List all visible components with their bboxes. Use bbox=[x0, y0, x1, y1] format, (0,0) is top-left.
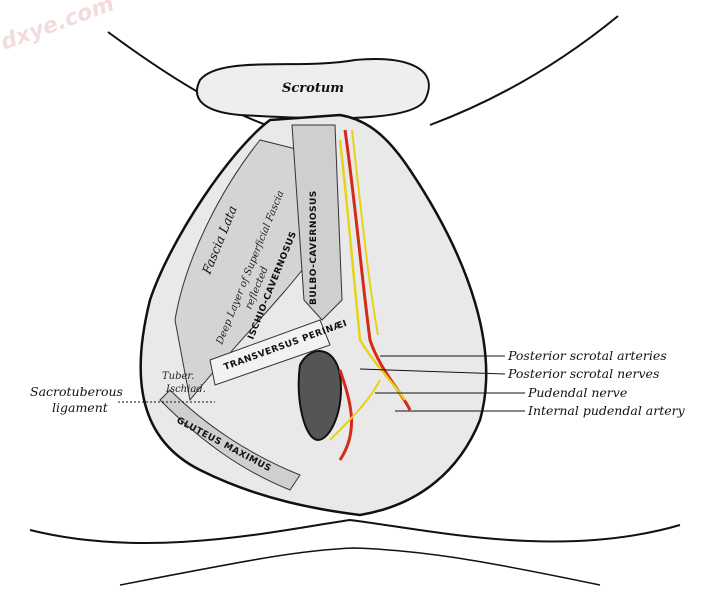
sacrotuberous-label-1: Sacrotuberous bbox=[30, 384, 123, 399]
bulbo-cavernosus-muscle bbox=[291, 124, 343, 321]
watermark: dxye.com bbox=[0, 0, 118, 56]
artery-branch bbox=[338, 369, 354, 461]
nerve bbox=[338, 139, 407, 401]
posterior-scrotal-arteries-label: Posterior scrotal arteries bbox=[507, 348, 667, 363]
bulbo-cavernosus-label: BULBO-CAVERNOSUS bbox=[309, 190, 319, 305]
scrotum-label: Scrotum bbox=[282, 81, 344, 96]
pudendal-nerve-label: Pudendal nerve bbox=[527, 385, 627, 400]
tuber-ischiad-label-2: Ischiad. bbox=[165, 384, 206, 395]
internal-pudendal-artery-label: Internal pudendal artery bbox=[527, 403, 686, 418]
tuber-ischiad-label-1: Tuber. bbox=[162, 371, 194, 382]
nerve-branch bbox=[329, 379, 381, 441]
anus bbox=[297, 350, 342, 442]
scrotum bbox=[195, 58, 430, 120]
gluteus-maximus-muscle bbox=[159, 389, 301, 491]
fascia-region bbox=[174, 139, 311, 402]
transversus-perinaei-muscle bbox=[209, 319, 331, 386]
sacrotuberous-label-2: ligament bbox=[52, 400, 109, 415]
right-thigh-outline bbox=[429, 15, 619, 126]
leader-line bbox=[359, 368, 506, 375]
posterior-scrotal-nerves-label: Posterior scrotal nerves bbox=[507, 366, 659, 381]
nerve bbox=[351, 129, 379, 336]
buttocks-crease bbox=[119, 547, 601, 586]
buttocks-outline bbox=[29, 518, 681, 544]
